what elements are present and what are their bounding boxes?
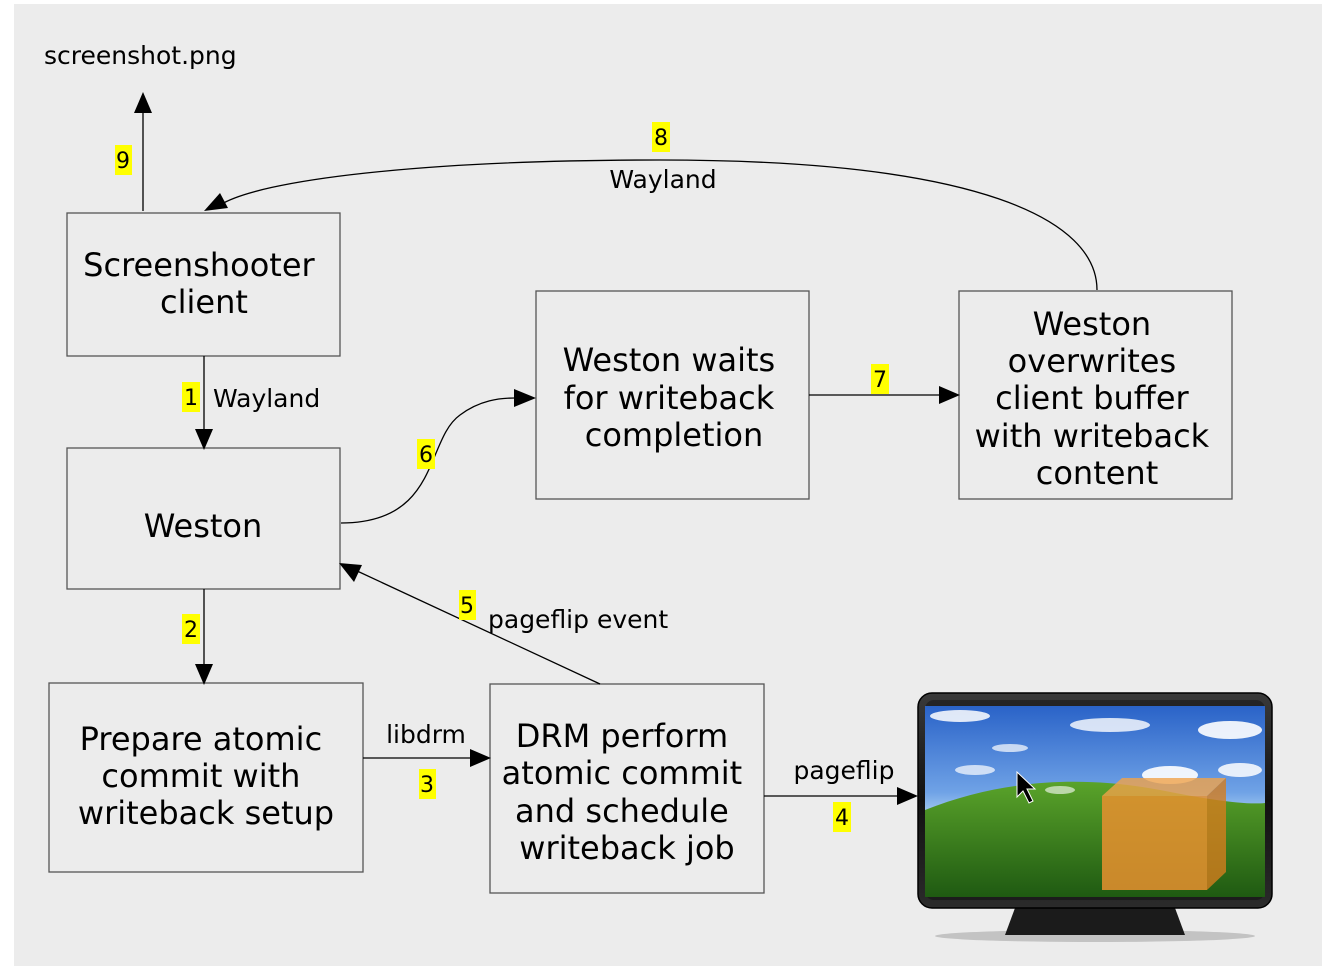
svg-text:Weston overwrites: Weston overwrites client buffer with wri… bbox=[975, 305, 1220, 492]
arrowhead bbox=[134, 92, 152, 113]
edge-2: 2 bbox=[182, 589, 213, 685]
arrowhead bbox=[195, 664, 213, 685]
node-text-line: content bbox=[1036, 454, 1159, 492]
edge-label: libdrm bbox=[386, 720, 466, 749]
node-text-line: DRM perform bbox=[516, 717, 728, 755]
node-text-line: for writeback bbox=[564, 379, 775, 417]
step-highlight bbox=[459, 590, 476, 620]
edge-label: Wayland bbox=[609, 165, 716, 194]
node-weston-waits: Weston waits for writeback completion bbox=[535, 290, 810, 500]
step-number: 1 bbox=[184, 386, 198, 411]
node-text-line: commit with bbox=[101, 757, 300, 795]
step-highlight bbox=[652, 122, 670, 152]
node-screenshooter-client: Screenshooter client bbox=[66, 212, 341, 357]
arrowhead bbox=[939, 386, 960, 404]
edge-4: pageflip 4 bbox=[764, 756, 918, 832]
node-text-line: completion bbox=[585, 416, 764, 454]
step-number: 8 bbox=[654, 126, 668, 151]
monitor-icon bbox=[917, 692, 1273, 942]
node-text-line: writeback job bbox=[519, 829, 734, 867]
edge-label: pageflip event bbox=[488, 605, 668, 634]
edge-label: pageflip bbox=[793, 756, 894, 785]
edge-6: 6 bbox=[340, 389, 536, 524]
step-highlight bbox=[182, 614, 200, 644]
node-text-line: with writeback bbox=[975, 417, 1210, 455]
svg-text:Prepare atomic commit wi: Prepare atomic commit with writeback set… bbox=[78, 720, 334, 832]
arrowhead bbox=[339, 563, 362, 582]
node-text-line: client buffer bbox=[995, 379, 1189, 417]
svg-text:Weston: Weston bbox=[144, 507, 263, 545]
node-text-line: Prepare atomic bbox=[80, 720, 323, 758]
cube-icon bbox=[1102, 778, 1226, 890]
node-text-line: Weston bbox=[1033, 305, 1152, 343]
arrowhead bbox=[195, 429, 213, 450]
step-highlight bbox=[417, 439, 435, 469]
arrowhead bbox=[470, 749, 491, 767]
arrowhead bbox=[897, 787, 918, 805]
svg-text:DRM perform atomic commi: DRM perform atomic commit and schedule w… bbox=[502, 717, 753, 867]
edge-7: 7 bbox=[809, 364, 960, 404]
step-number: 6 bbox=[419, 443, 433, 468]
step-number: 2 bbox=[184, 618, 198, 643]
edge-5: 5 pageflip event bbox=[339, 563, 668, 685]
step-highlight bbox=[871, 364, 889, 394]
node-text-line: Screenshooter bbox=[83, 246, 315, 284]
node-weston-overwrites: Weston overwrites client buffer with wri… bbox=[958, 290, 1233, 500]
arrowhead bbox=[514, 389, 536, 407]
edge-label: Wayland bbox=[213, 384, 320, 413]
svg-text:Weston waits for writeba: Weston waits for writeback completion bbox=[563, 341, 786, 454]
edge-9: 9 bbox=[115, 92, 152, 211]
edge-8: 8 Wayland bbox=[204, 122, 1098, 291]
step-number: 4 bbox=[835, 806, 849, 831]
step-highlight bbox=[115, 145, 132, 175]
step-highlight bbox=[182, 382, 200, 412]
node-text-line: Weston waits bbox=[563, 341, 776, 379]
node-prepare-commit: Prepare atomic commit with writeback set… bbox=[48, 682, 364, 873]
edge-1: 1 Wayland bbox=[182, 356, 320, 450]
node-drm-perform: DRM perform atomic commit and schedule w… bbox=[489, 683, 765, 894]
node-text-line: writeback setup bbox=[78, 794, 334, 832]
svg-text:Screenshooter client: Screenshooter client bbox=[83, 246, 325, 321]
node-weston: Weston bbox=[66, 447, 341, 590]
step-number: 5 bbox=[460, 594, 474, 619]
cursor-icon bbox=[1016, 770, 1037, 804]
node-text-line: client bbox=[160, 283, 248, 321]
node-text-line: atomic commit bbox=[502, 754, 743, 792]
step-number: 9 bbox=[116, 149, 130, 174]
node-text-line: overwrites bbox=[1008, 342, 1176, 380]
output-file-label: screenshot.png bbox=[44, 41, 237, 70]
step-highlight bbox=[833, 802, 851, 832]
step-number: 7 bbox=[873, 368, 887, 393]
edge-3: libdrm 3 bbox=[363, 720, 491, 799]
step-highlight bbox=[419, 769, 436, 799]
node-text-line: Weston bbox=[144, 507, 263, 545]
arrowhead bbox=[204, 193, 228, 211]
node-text-line: and schedule bbox=[515, 792, 729, 830]
step-number: 3 bbox=[420, 773, 434, 798]
